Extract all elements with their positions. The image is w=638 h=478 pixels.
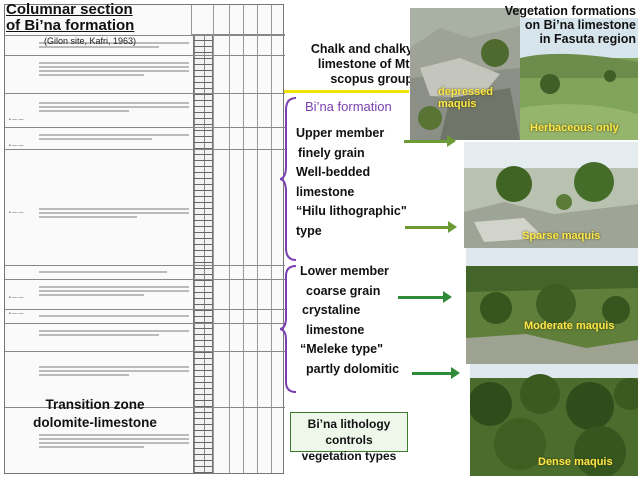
section-row [5, 323, 285, 351]
section-title: Columnar section of Bi’na formation [6, 2, 134, 34]
lower-member-line: coarse grain [306, 283, 381, 298]
arrow-to-sparse [405, 221, 457, 233]
section-row [5, 407, 285, 475]
upper-member-line: type [296, 223, 322, 238]
transition-zone-label: Transition zone dolomite-limestone [20, 396, 170, 432]
lower-member-brace [280, 265, 297, 393]
bina-formation-label: Bi’na formation [305, 99, 392, 114]
label-line: maquis [438, 98, 477, 110]
veg-title-line: on Bi’na limestone [524, 18, 636, 32]
depressed-maquis-label: depressed maquis [438, 86, 493, 110]
label-line: depressed [438, 86, 494, 98]
header-cell [243, 5, 257, 35]
dense-photo-art [470, 364, 638, 476]
section-row [5, 127, 285, 149]
lithology-column [193, 35, 213, 473]
section-row [5, 279, 285, 309]
moderate-photo-art [466, 248, 638, 364]
header-cell [213, 5, 229, 35]
fossil-column [243, 35, 244, 473]
thickness-column [213, 35, 214, 473]
section-row [5, 55, 285, 93]
rock-photo-art [410, 8, 520, 140]
arrow-to-dense [412, 367, 460, 379]
lower-member-line: limestone [306, 322, 365, 337]
transition-line: Transition zone [45, 397, 145, 412]
unit-column [257, 35, 258, 473]
lower-member-line: crystaline [302, 303, 361, 317]
header-cell [191, 5, 213, 35]
lower-member-line: partly dolomitic [306, 361, 400, 376]
lower-member-line: Lower member [300, 264, 389, 278]
left-marker: • — — [9, 210, 24, 216]
transition-line: dolomite-limestone [33, 415, 157, 430]
header-cell [271, 5, 285, 35]
title-line: of Bi’na formation [6, 17, 135, 34]
upper-member-line: Well-bedded [296, 165, 371, 179]
lithology-controls-box: Bi’na lithology controls vegetation type… [290, 412, 408, 463]
section-row [5, 265, 285, 279]
photo-depressed-maquis: depressed maquis [410, 8, 520, 140]
title-line: Columnar section [6, 1, 133, 18]
sparse-photo-art [464, 142, 638, 248]
left-marker: • — — [9, 295, 24, 301]
veg-title-line: Vegetation formations [504, 4, 636, 18]
photo-dense-maquis: Dense maquis [470, 364, 638, 476]
column-header [191, 5, 285, 35]
formation-boundary-line [284, 90, 409, 93]
header-cell [257, 5, 271, 35]
upper-member-line: limestone [296, 184, 355, 199]
sparse-maquis-label: Sparse maquis [522, 230, 601, 242]
section-row [5, 351, 285, 407]
photo-sparse-maquis: Sparse maquis [464, 142, 638, 248]
header-cell [229, 5, 243, 35]
section-row [5, 35, 285, 55]
chalk-label: Chalk and chalky limestone of Mt. scopus… [310, 42, 413, 86]
controls-line: Bi’na lithology controls [307, 417, 391, 447]
vegetation-title: Vegetation formations on Bi’na limestone… [450, 4, 636, 46]
upper-member-line: Upper member [296, 126, 385, 140]
veg-title-line: in Fasuta region [539, 32, 636, 46]
section-row [5, 309, 285, 323]
arrow-to-herbaceous [404, 135, 456, 147]
herbaceous-label: Herbaceous only [530, 122, 619, 134]
photo-herbaceous [520, 18, 638, 140]
arrow-to-moderate [398, 291, 452, 303]
left-marker: • — — [9, 311, 24, 317]
lower-member-line: “Meleke type" [300, 342, 384, 356]
upper-member-brace [280, 97, 297, 261]
upper-member-text: Upper member finely grain Well-bedded li… [296, 124, 407, 241]
section-subtitle: (Gilon site, Kafri, 1963) [44, 36, 137, 46]
upper-member-line: finely grain [298, 145, 365, 160]
columnar-section-scan: • — — • — — • — — • — — • — — [4, 4, 285, 475]
controls-line: vegetation types [301, 449, 397, 463]
dense-maquis-label: Dense maquis [538, 456, 613, 468]
moderate-maquis-label: Moderate maquis [524, 320, 615, 332]
section-row [5, 149, 285, 265]
upper-member-line: “Hilu lithographic" [296, 204, 407, 218]
lower-member-text: Lower member coarse grain crystaline lim… [300, 262, 399, 379]
sample-column [229, 35, 230, 473]
section-row [5, 93, 285, 127]
left-marker: • — — [9, 143, 24, 149]
field-photo-art [520, 18, 638, 140]
photo-moderate-maquis: Moderate maquis [466, 248, 638, 364]
left-marker: • — — [9, 117, 24, 123]
layer-column [271, 35, 272, 473]
